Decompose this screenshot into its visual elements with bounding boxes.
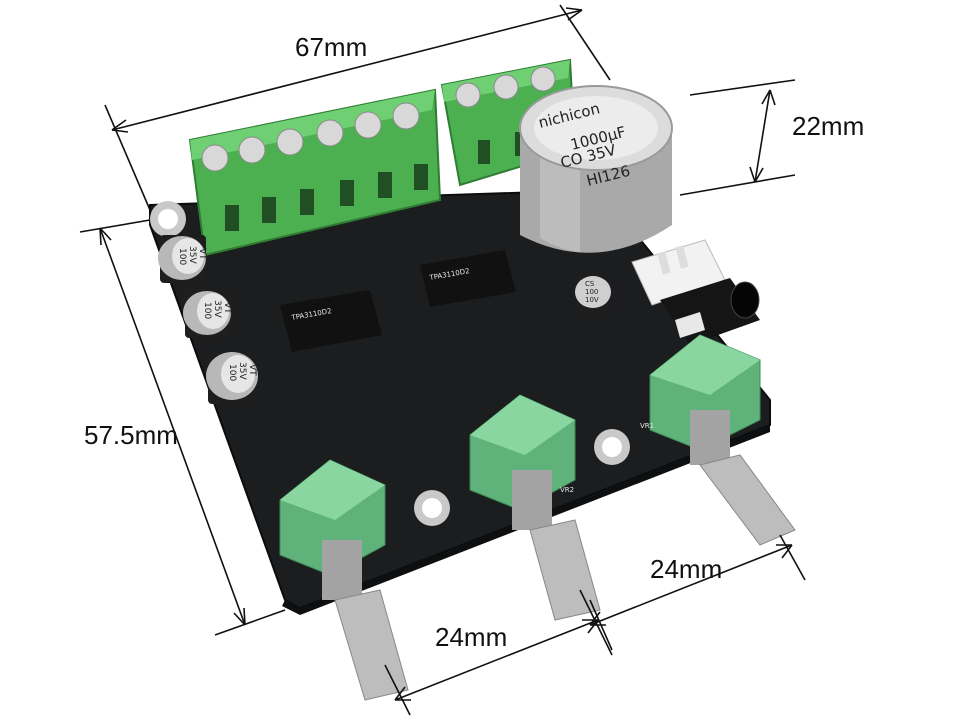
amplifier-chip-right: TPA3110D2 (420, 250, 516, 307)
depth-label: 22mm (792, 111, 864, 141)
svg-text:35V: 35V (212, 300, 222, 318)
electrolytic-capacitor-small-3: 100 35V VT (206, 352, 258, 404)
dimension-width (104, 4, 611, 211)
height-label: 57.5mm (84, 420, 178, 450)
svg-text:35V: 35V (237, 362, 247, 380)
svg-text:CS: CS (585, 280, 595, 288)
potentiometer-vr1: VR1 (640, 334, 796, 546)
potentiometer-vr2: VR2 (469, 394, 601, 621)
svg-text:VT: VT (197, 248, 207, 260)
mounting-hole-bottom-center (414, 490, 450, 526)
electrolytic-capacitor-tiny: CS 100 10V (575, 275, 611, 315)
mounting-hole-top-left (150, 201, 186, 237)
svg-text:VT: VT (222, 302, 232, 314)
pot-spacing-right-label: 24mm (650, 554, 722, 584)
svg-text:100: 100 (202, 302, 212, 319)
dimension-height (79, 219, 286, 636)
dimension-pot-spacing-right (579, 534, 806, 656)
dimension-pot-spacing-left (384, 599, 613, 716)
svg-text:100: 100 (227, 364, 237, 381)
svg-text:100: 100 (177, 248, 187, 265)
terminal-wire-holes (225, 164, 428, 231)
electrolytic-capacitor-small-1: 100 35V VT (158, 235, 207, 283)
mounting-hole-right (594, 429, 630, 465)
svg-text:10V: 10V (585, 296, 599, 304)
electrolytic-capacitor-small-2: 100 35V VT (183, 290, 232, 338)
terminal-block-6pin (188, 88, 442, 257)
audio-jack (660, 278, 760, 345)
width-label: 67mm (295, 32, 367, 62)
svg-text:35V: 35V (187, 246, 197, 264)
potentiometer-left (279, 459, 409, 701)
svg-text:VR2: VR2 (560, 486, 574, 494)
pot-spacing-left-label: 24mm (435, 622, 507, 652)
svg-text:VT: VT (247, 364, 257, 376)
amplifier-chip-left: TPA3110D2 (280, 290, 382, 352)
terminal-screws (201, 102, 420, 172)
svg-text:100: 100 (585, 288, 598, 296)
dimension-depth (679, 79, 796, 196)
svg-text:VR1: VR1 (640, 422, 654, 430)
electrolytic-capacitor-large: nichicon 1000μF CO 35V HI126 (519, 85, 673, 253)
